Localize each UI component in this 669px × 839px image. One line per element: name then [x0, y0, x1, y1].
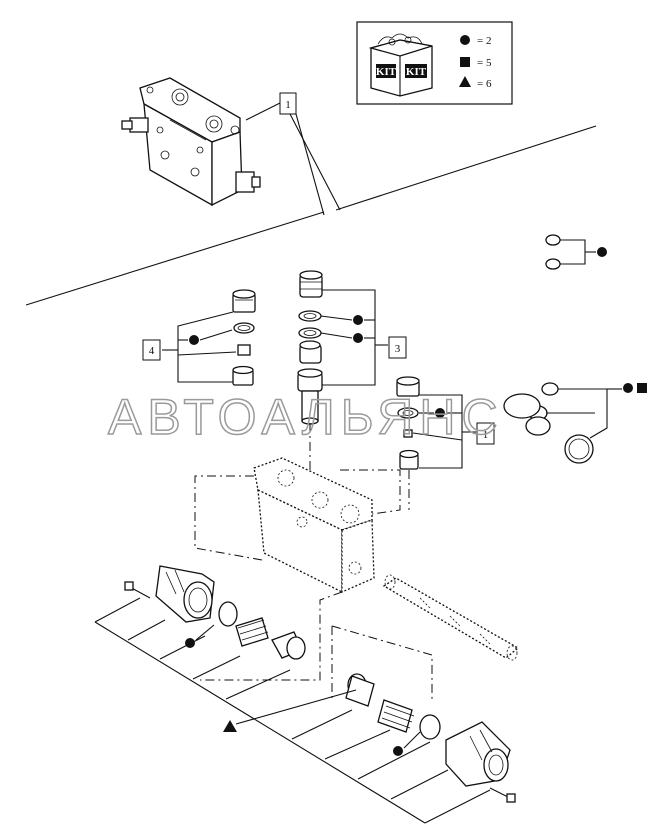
ref-label-top: 1	[285, 99, 291, 111]
kit-label-left: KIT	[376, 66, 397, 78]
center-spool-stack: 3	[297, 270, 407, 480]
reference-box-top: 1	[245, 92, 341, 216]
spool	[331, 574, 520, 700]
ref-label-left: 4	[149, 345, 155, 357]
left-end-cap-assembly	[124, 565, 306, 660]
legend-row-circle: = 2	[477, 35, 491, 47]
o-ring-pair	[545, 234, 607, 270]
legend-square-symbol	[460, 57, 470, 67]
bottom-leader-rails	[94, 597, 491, 824]
right-plug-stack: 1	[396, 376, 495, 510]
kit-label-right: KIT	[406, 66, 427, 78]
ref-label-right: 1	[483, 429, 489, 441]
legend-circle-symbol	[460, 35, 470, 45]
watermark: АВТОАЛЬЯНС	[108, 389, 504, 445]
kit-box-icon: KIT KIT	[368, 33, 433, 97]
section-divider	[25, 125, 597, 306]
o-ring-set-right	[503, 382, 647, 464]
ref-label-center: 3	[395, 343, 401, 355]
legend-row-triangle: = 6	[477, 78, 492, 90]
legend-triangle-symbol	[459, 76, 471, 87]
legend-box: KIT KIT = 2 = 5 = 6	[356, 21, 513, 105]
valve-section-overview	[121, 77, 261, 207]
right-end-cap-assembly	[345, 673, 516, 803]
valve-body	[194, 457, 401, 681]
legend-row-square: = 5	[477, 57, 492, 69]
left-plug-stack: 4	[142, 289, 256, 386]
